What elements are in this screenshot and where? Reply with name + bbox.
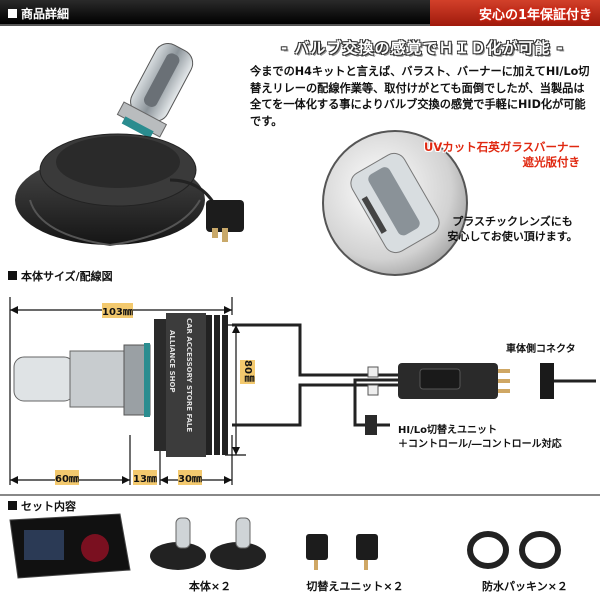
set-contents-illustrations <box>9 513 561 579</box>
body-print-store: CAR ACCESSORY STORE FALE <box>185 318 193 433</box>
warranty-badge: 安心の1年保証付き <box>478 8 592 23</box>
set-item-switch-unit: 切替えユニット×２ <box>306 580 404 593</box>
dim-collar-length: 13㎜ <box>133 470 157 485</box>
vehicle-connector-label: 車体側コネクタ <box>506 344 576 355</box>
lens-note: プラスチックレンズにも 安心してお使い頂けます。 <box>447 215 578 243</box>
switch-unit-label: HI/Lo切替えユニット ＋コントロール/―コントロール対応 <box>398 425 562 450</box>
warranty-badge-bg <box>430 0 600 26</box>
square-bullet-icon <box>8 9 17 18</box>
intro-description: 今までのH4キットと言えば、バラスト、バーナーに加えてHI/Lo切替えリレーの配… <box>250 65 590 128</box>
section-title-size-wiring: 本体サイズ/配線図 <box>8 268 113 284</box>
set-item-packing: 防水パッキン×２ <box>482 580 568 593</box>
square-bullet-icon <box>8 271 17 280</box>
uv-cut-label: UVカット石英ガラスバーナー 遮光版付き <box>423 140 580 169</box>
body-print-shop: ALLIANCE SHOP <box>168 330 176 393</box>
section-title-set-contents: セット内容 <box>8 498 76 514</box>
section-title-product-details: 商品詳細 <box>8 5 69 22</box>
headline: - バルブ交換の感覚でＨＩＤ化が可能 - <box>281 39 564 57</box>
dim-height: 80㎜ <box>240 360 255 384</box>
dim-total-length: 103㎜ <box>102 303 133 318</box>
square-bullet-icon <box>8 501 17 510</box>
dim-body-length: 30㎜ <box>178 470 202 485</box>
set-item-body: 本体×２ <box>188 580 232 593</box>
dim-bulb-length: 60㎜ <box>55 470 79 485</box>
set-contents-section <box>0 494 600 600</box>
dimension-wiring-diagram <box>9 297 596 485</box>
bulb-product-photo <box>15 43 244 247</box>
burner-closeup-circle <box>322 130 468 276</box>
